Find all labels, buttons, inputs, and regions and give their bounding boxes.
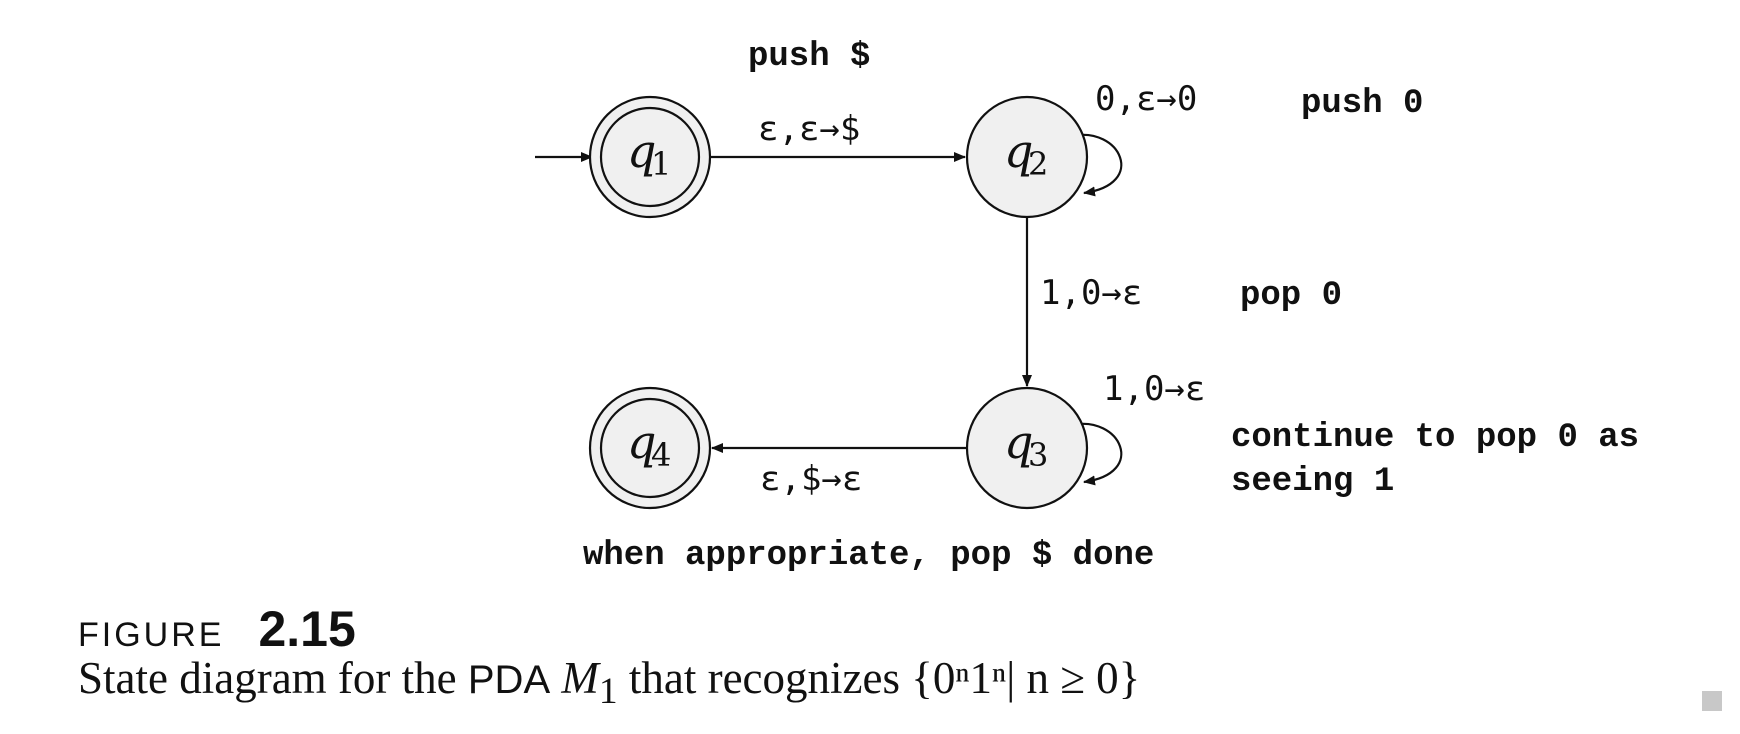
edge-q3-loop (1071, 422, 1123, 486)
caption-machine-subscript: 1 (598, 671, 618, 712)
state-q4: q 4 (588, 386, 712, 510)
caption-language: {0ⁿ1ⁿ| n ≥ 0} (911, 653, 1141, 703)
label-q3-loop: 1,0→ε (1103, 369, 1205, 409)
note-when-appropriate: when appropriate, pop $ done (583, 537, 1154, 575)
figure-word: Figure (78, 616, 225, 654)
state-q2-letter: q (1004, 124, 1033, 178)
state-q1-subscript: 1 (651, 145, 671, 183)
state-q2: q 2 (965, 95, 1089, 219)
state-q1-letter: q (627, 124, 656, 178)
state-q4-letter: q (627, 415, 656, 469)
caption-text-before: State diagram for the (78, 653, 468, 703)
figure-heading: Figure 2.15 (78, 600, 1140, 658)
caption-text-middle: that recognizes (617, 653, 912, 703)
state-q3: q 3 (965, 386, 1089, 510)
label-q1-q2: ε,ε→$ (758, 109, 860, 149)
state-q4-subscript: 4 (651, 436, 671, 474)
state-q2-subscript: 2 (1028, 145, 1048, 183)
label-q3-q4: ε,$→ε (760, 459, 862, 499)
label-q2-q3: 1,0→ε (1040, 273, 1142, 313)
label-q2-loop: 0,ε→0 (1095, 79, 1197, 119)
state-q3-letter: q (1004, 415, 1033, 469)
note-push-dollar: push $ (748, 38, 870, 76)
state-q1: q 1 (588, 95, 712, 219)
note-pop-zero: pop 0 (1240, 277, 1342, 315)
end-of-figure-square-icon (1702, 691, 1722, 711)
caption-pda: PDA (467, 658, 551, 702)
note-push-zero: push 0 (1301, 85, 1423, 123)
edge-q2-loop (1071, 133, 1123, 197)
caption-machine: M (561, 653, 599, 703)
figure-description: State diagram for the PDA M1 that recogn… (78, 652, 1140, 713)
note-continue-line1: continue to pop 0 as (1231, 419, 1639, 457)
figure-caption: Figure 2.15 State diagram for the PDA M1… (78, 600, 1140, 713)
state-q3-subscript: 3 (1028, 436, 1048, 474)
figure-number: 2.15 (258, 601, 356, 657)
note-continue-line2: seeing 1 (1231, 463, 1394, 501)
